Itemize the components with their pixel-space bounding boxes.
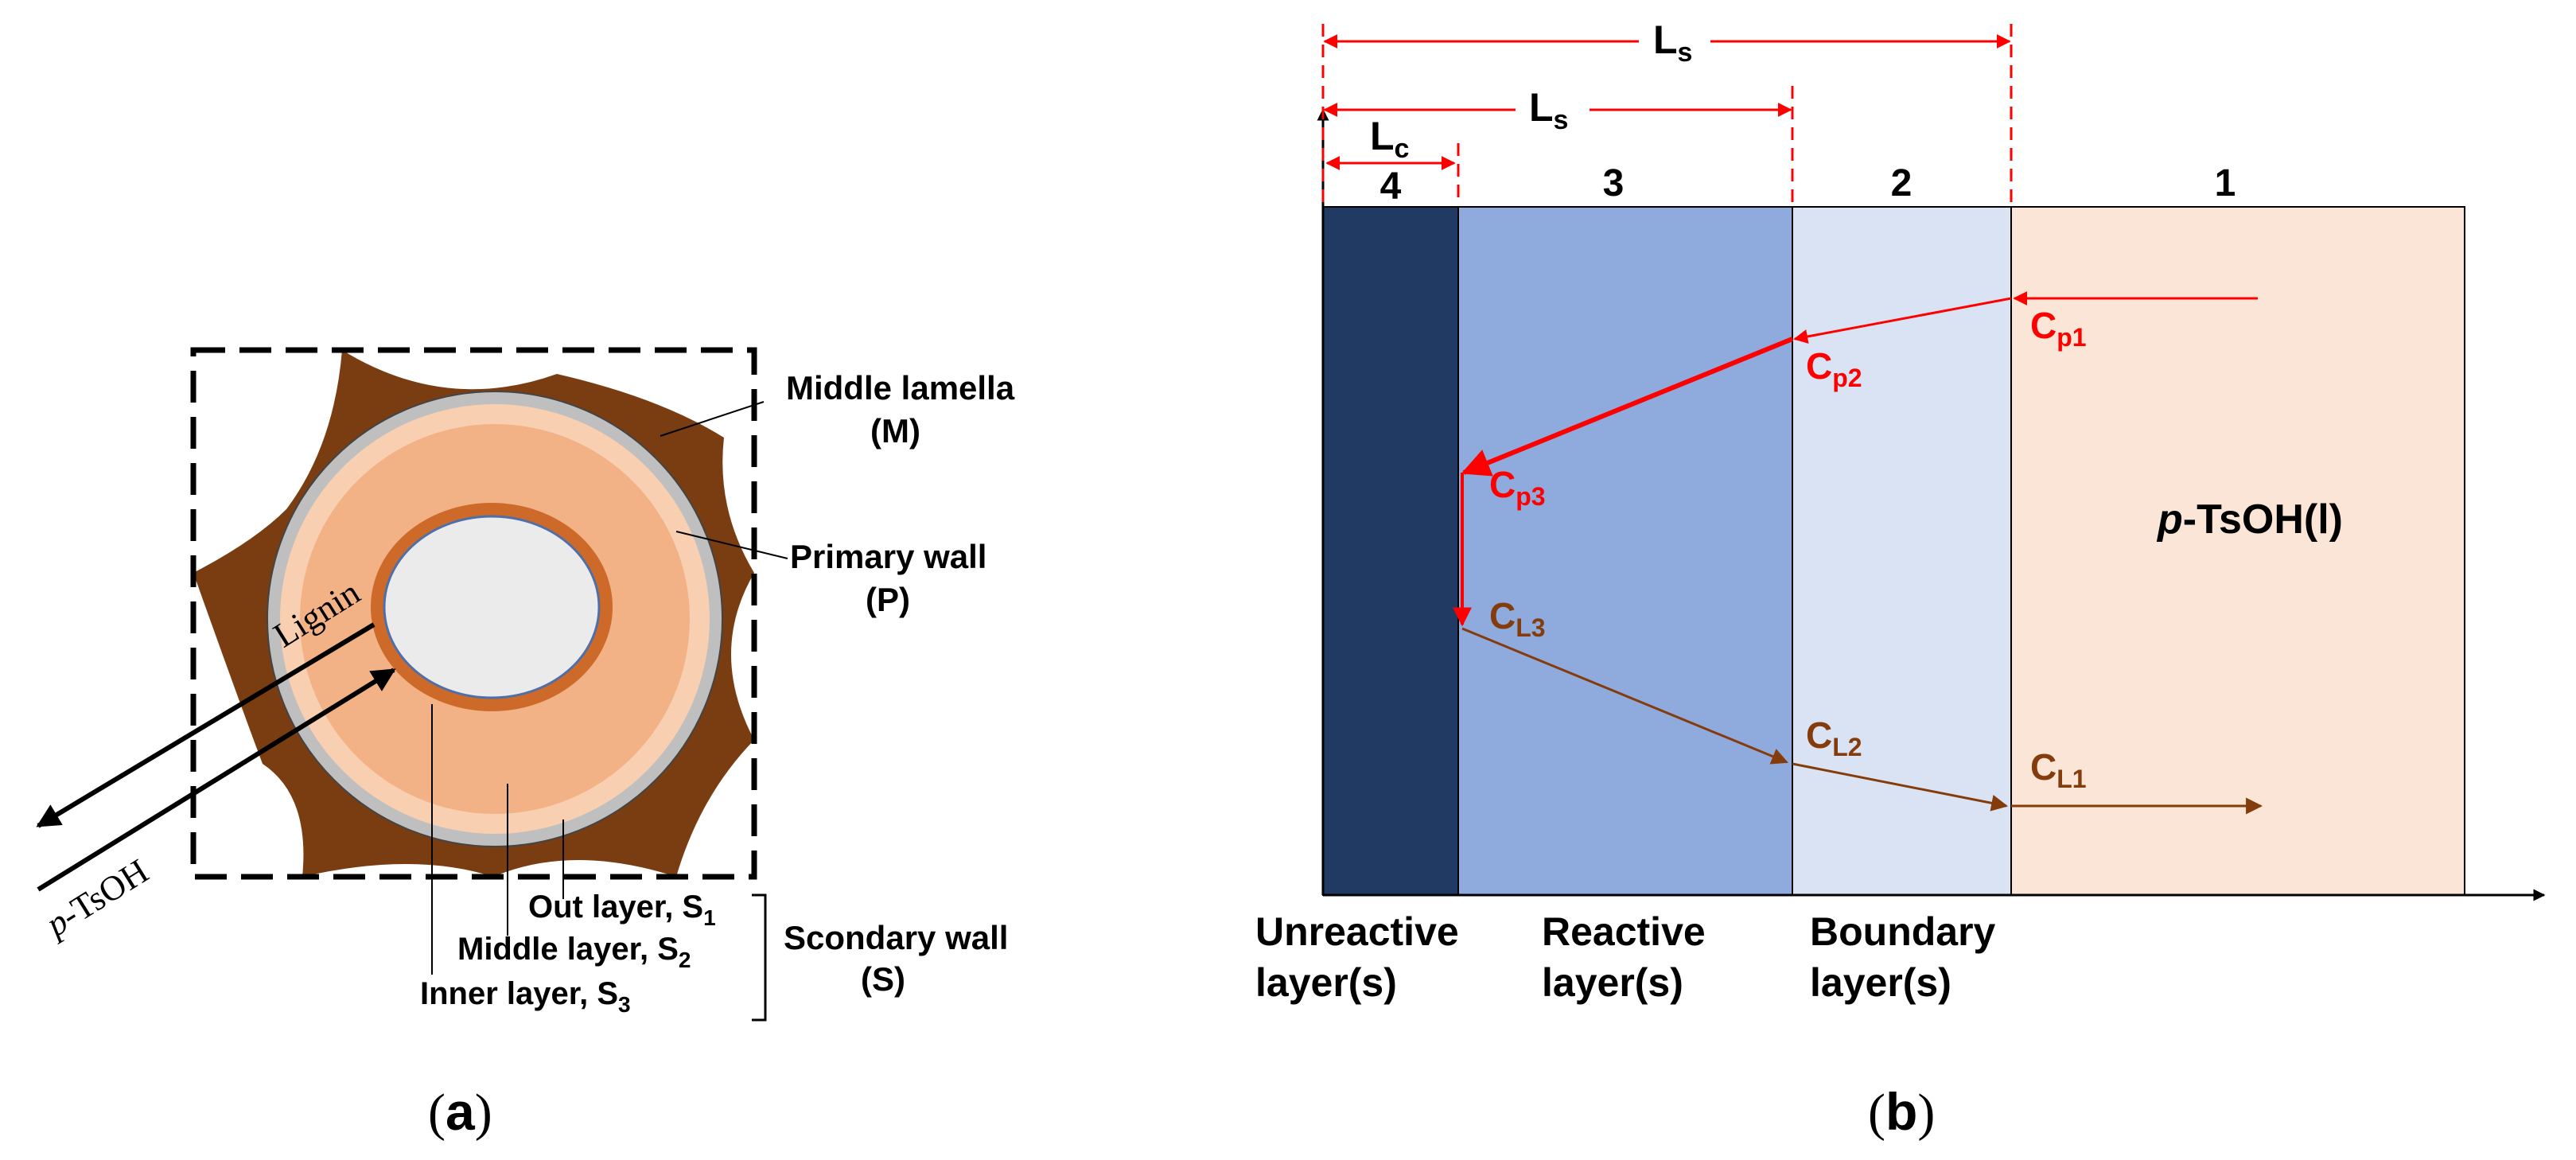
middle-lamella-symbol: (M): [870, 412, 920, 450]
cp1-label: Cp1: [2030, 305, 2087, 352]
bulk-ptsoh-label: p-TsOH(l): [2156, 496, 2343, 543]
zone-2-number: 2: [1891, 162, 1913, 204]
p-profile-boundary: [1793, 297, 2012, 344]
ls-outer-label: Ls: [1653, 18, 1692, 68]
zone-4-number: 4: [1380, 165, 1402, 208]
cell-dashed-box: [190, 347, 757, 880]
primary-wall-symbol: (P): [866, 581, 910, 618]
middle-lamella-label: Middle lamella: [786, 369, 1015, 407]
caption-a: (a): [428, 1082, 492, 1142]
leader-primary-wall: [675, 531, 788, 559]
secondary-wall-symbol: (S): [861, 960, 905, 998]
zone-2-caption-2: layer(s): [1810, 960, 1951, 1005]
lc-label: Lc: [1370, 114, 1409, 164]
cp2-label: Cp2: [1806, 345, 1862, 392]
l-profile-boundary: [1792, 762, 2009, 812]
p-profile-reactive: [1461, 337, 1794, 477]
secondary-wall-bracket: [752, 893, 767, 1022]
cl1-label: CL1: [2030, 746, 2087, 793]
primary-wall-label: Primary wall: [790, 538, 986, 575]
zone-3-caption-2: layer(s): [1542, 960, 1683, 1005]
panel-a: Lignin p-TsOH Middle lamella (M) Primary…: [36, 347, 1015, 1142]
lignin-out-arrow: [36, 622, 376, 828]
zone-2-rect: [1792, 206, 2012, 896]
zone-3-caption-1: Reactive: [1542, 909, 1706, 954]
caption-b: (b): [1868, 1082, 1935, 1142]
zone-3-number: 3: [1603, 162, 1625, 204]
ls-inner-label: Ls: [1529, 85, 1568, 135]
zone-3-rect: [1457, 206, 1793, 896]
zone-4-caption-2: layer(s): [1255, 960, 1397, 1005]
out-layer-label: Out layer, S1: [528, 889, 716, 930]
zone-1-number: 1: [2215, 162, 2236, 204]
zone-1-rect: [2010, 206, 2465, 896]
cl2-label: CL2: [1806, 714, 1862, 761]
zone-4-rect: [1322, 206, 1459, 896]
middle-layer-label: Middle layer, S2: [457, 932, 691, 972]
cl3-label: CL3: [1489, 595, 1546, 642]
leader-middle-lamella: [660, 401, 765, 437]
zone-4-caption-1: Unreactive: [1255, 909, 1459, 954]
ptsoh-label: p-TsOH: [37, 851, 155, 945]
l-profile-reactive: [1461, 627, 1788, 765]
lumen: [383, 515, 601, 699]
cp3-label: Cp3: [1489, 464, 1546, 511]
secondary-wall-label: Scondary wall: [784, 919, 1008, 956]
inner-layer-label: Inner layer, S3: [420, 976, 631, 1017]
panel-b: 4 3 2 1 Ls Ls Lc Cp1 Cp2 Cp3 CL3 CL2 CL1: [1255, 18, 2546, 1142]
zone-2-caption-1: Boundary: [1810, 909, 1996, 954]
ptsoh-in-arrow: [37, 668, 396, 892]
